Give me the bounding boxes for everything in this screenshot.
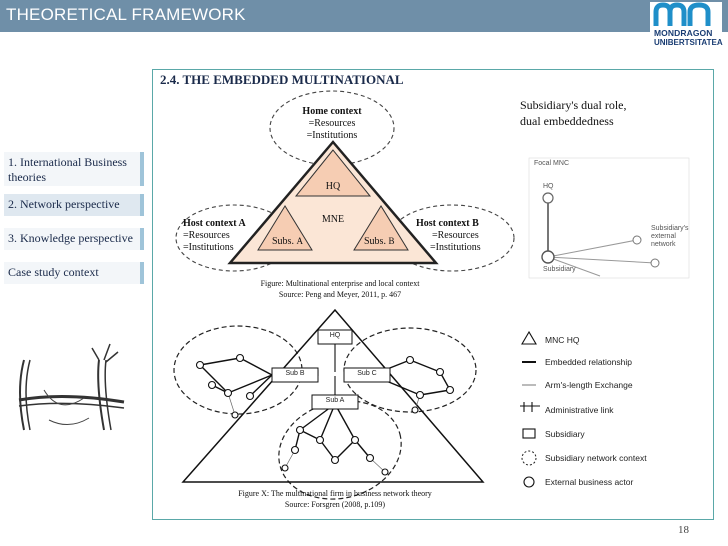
legend-label-network-context: Subsidiary network context: [545, 453, 647, 463]
nav-item-network-perspective[interactable]: 2. Network perspective: [4, 194, 144, 216]
dual-role-line2: dual embeddedness: [520, 114, 614, 128]
figure1-caption-line2: Source: Peng and Meyer, 2011, p. 467: [278, 290, 402, 299]
external-line1: Subsidiary's: [651, 225, 689, 232]
logo-mark-icon: [653, 2, 711, 26]
host-b-resources: =Resources: [432, 230, 479, 241]
home-context-title: Home context: [302, 106, 362, 117]
subs-a-letter: A: [296, 236, 303, 246]
header-bar: THEORETICAL FRAMEWORK: [0, 0, 728, 32]
legend-label-embedded: Embedded relationship: [545, 357, 632, 367]
network-sub-a-label: Sub A: [325, 397, 345, 404]
home-context-institutions: =Institutions: [306, 130, 358, 141]
legend-circle-icon: [523, 476, 535, 488]
figure2-caption-line2: Source: Forsgren (2008, p.109): [284, 500, 386, 509]
knot-illustration-icon: [18, 343, 125, 431]
small-subsidiary-label: Subsidiary: [543, 266, 576, 273]
nav-item-label: 1. International Business theories: [8, 155, 127, 184]
section-title: 2.4. THE EMBEDDED MULTINATIONAL: [160, 72, 404, 87]
subs-a-label: Subs. A: [272, 236, 303, 247]
page-number: 18: [678, 524, 689, 536]
external-line3: network: [651, 241, 676, 248]
focal-mnc-label: Focal MNC: [534, 160, 570, 167]
dual-role-line1: Subsidiary's dual role,: [520, 98, 627, 112]
home-context-resources: =Resources: [308, 118, 356, 129]
legend-label-admin-link: Administrative link: [545, 405, 614, 415]
figure2-caption-line1: Figure X: The multinational firm in busi…: [238, 489, 432, 498]
legend-label-external-actor: External business actor: [545, 477, 634, 487]
network-hq-label: HQ: [329, 332, 341, 339]
legend-square-icon: [522, 428, 536, 439]
content-frame: [152, 69, 714, 520]
host-b-title: Host context B: [416, 218, 479, 229]
legend-admin-link-icon: [520, 402, 540, 412]
legend-label-mnc-hq: MNC HQ: [545, 335, 580, 345]
university-logo: MONDRAGON UNIBERTSITATEA: [650, 2, 723, 48]
header-title: THEORETICAL FRAMEWORK: [6, 5, 246, 24]
triangle-hq-label: HQ: [325, 181, 341, 192]
logo-text-line2: UNIBERTSITATEA: [654, 38, 723, 47]
figure1-caption-line1: Figure: Multinational enterprise and loc…: [260, 279, 420, 288]
network-sub-b-label: Sub B: [285, 370, 305, 377]
host-a-resources: =Resources: [183, 230, 230, 241]
legend-dashed-circle-icon: [521, 450, 537, 466]
legend-label-arms-length: Arm's-length Exchange: [545, 380, 633, 390]
host-b-institutions: =Institutions: [430, 242, 481, 253]
nav-item-international-business[interactable]: 1. International Business theories: [4, 152, 144, 186]
subs-a-text: Subs.: [272, 236, 294, 247]
legend-label-subsidiary: Subsidiary: [545, 429, 585, 439]
triangle-mne-label: MNE: [321, 214, 345, 225]
host-a-title: Host context A: [183, 218, 246, 229]
nav-item-knowledge-perspective[interactable]: 3. Knowledge perspective: [4, 228, 144, 250]
host-a-institutions: =Institutions: [183, 242, 234, 253]
legend-triangle-icon: [521, 330, 537, 345]
nav-item-label: Case study context: [8, 265, 99, 279]
nav-item-label: 3. Knowledge perspective: [8, 231, 133, 245]
subs-b-text: Subs.: [364, 236, 386, 247]
external-line2: external: [651, 233, 676, 240]
nav-item-case-study[interactable]: Case study context: [4, 262, 144, 284]
small-hq-label: HQ: [543, 183, 554, 190]
logo-text-line1: MONDRAGON: [654, 28, 713, 38]
nav-item-label: 2. Network perspective: [8, 197, 120, 211]
network-sub-c-label: Sub C: [357, 370, 377, 377]
subs-b-label: Subs. B: [364, 236, 394, 247]
subs-b-letter: B: [388, 236, 395, 246]
